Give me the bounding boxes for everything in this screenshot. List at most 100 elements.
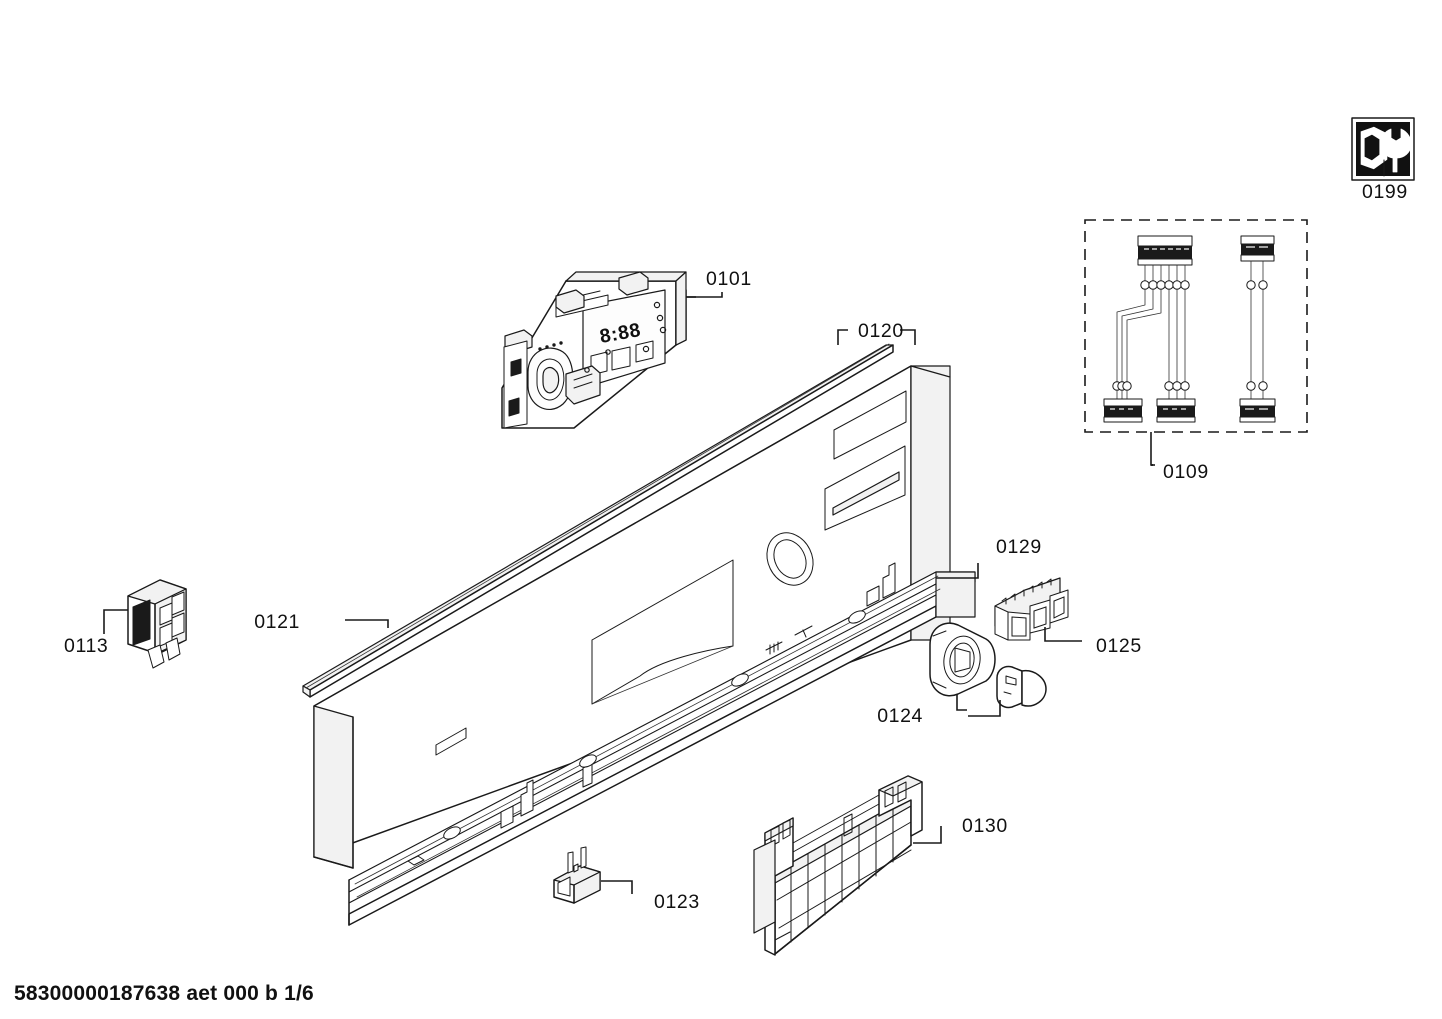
module-left-port [510,358,522,377]
drawing-footer-code: 58300000187638 aet 000 b 1/6 [14,982,314,1005]
selector-shaft-line [573,373,593,381]
leader-0121 [345,619,389,628]
leader-0101 [686,292,723,298]
bushing-key [954,647,971,673]
callout-label-0120: 0120 [858,320,904,342]
clip-opening-3 [1053,596,1065,619]
harness-wire-routes [1116,288,1186,383]
clip-serrations [1001,578,1052,605]
callout-label-0121: 0121 [254,611,300,633]
bushing-ridge-1 [932,630,947,637]
harness-ferrule [1258,280,1268,290]
rivet-head [1021,669,1047,707]
rail-clips [407,562,896,866]
cable-clip-group [994,577,1069,641]
rivet-pin-group [996,665,1047,709]
fascia-display-slot [832,471,900,516]
contact-prong-2 [580,846,587,869]
control-module-right-face [675,271,687,346]
trim-strip-end [302,685,311,698]
leader-0125 [1044,627,1082,642]
contact-block-face [557,876,571,897]
latch-bracket-group [127,579,187,669]
rail-right-end [935,571,976,618]
leader-0113 [103,609,128,634]
leader-0109 [1150,432,1153,466]
module-vent-dots [538,341,563,351]
bracket-right-notch-2 [897,781,907,803]
latch-foot-2 [165,637,181,661]
leader-0124-rivet [968,700,1001,717]
bracket-left-notch [770,825,780,847]
rotary-selector [527,347,574,410]
leader-0124-bushing [956,694,967,711]
latch-foot-1 [147,644,165,669]
module-button-2 [611,346,631,371]
bracket-left-notch-2 [782,819,791,840]
bushing-ridge-2 [932,681,947,689]
callout-label-0199: 0199 [1362,181,1408,203]
trim-strip-highlight [305,343,890,689]
connector-2pin-top [1240,235,1275,262]
clip-opening-2 [1033,606,1047,629]
leader-0130 [913,826,942,844]
fascia-left-face [313,705,354,869]
connector-6pin-top [1137,235,1193,266]
fascia-panel-group [313,365,951,869]
leader-0123 [601,880,633,894]
connector-3pin-lower-left [1103,398,1143,423]
callout-label-0129: 0129 [996,536,1042,558]
bracket-mid-tab [843,813,853,837]
connector-2pin-bottom [1239,398,1276,423]
harness-ferrule [1246,381,1256,391]
support-bracket-group [753,775,923,956]
harness-ferrules-bottom [1112,381,1190,391]
harness-wire-tails [1116,389,1186,400]
contact-prong-1 [567,851,574,874]
bracket-right-post-top [878,775,923,797]
leader-0120-left [837,329,848,345]
harness-dashed-boundary [1084,219,1308,433]
bracket-bottom-tab [774,931,791,941]
latch-slot [132,599,151,646]
clip-opening-1 [1011,616,1027,637]
module-latch-tab-right [618,271,649,296]
callout-label-0113: 0113 [64,635,108,657]
callout-label-0101: 0101 [706,268,752,290]
service-tool-icon-group[interactable] [1351,117,1415,181]
contact-prong-bridge [573,863,579,873]
bracket-left-flange [753,839,776,934]
bushing-group [929,622,996,697]
module-latch-tab-mid [555,289,585,314]
module-screw-bosses [584,301,667,373]
fascia-vent-slot [435,727,467,756]
contact-block-group [553,846,601,904]
harness-wires-6 [1144,264,1186,282]
callout-label-0125: 0125 [1096,635,1142,657]
bracket-upper-rail-2 [792,803,880,853]
module-left-end [503,340,528,429]
leader-0129 [936,563,979,579]
leader-0120-right [900,329,916,345]
rail-groove-2 [356,588,941,898]
hex-nut-icon [1359,125,1389,171]
bracket-right-notch [884,786,894,808]
bracket-rib-verticals [790,805,894,943]
fascia-knob-recess [766,532,814,586]
connector-3pin-lower-right [1156,398,1196,423]
callout-label-0123: 0123 [654,891,700,913]
bracket-web [774,795,912,955]
module-left-port-2 [508,397,520,417]
bracket-bottom-edge [774,844,912,955]
rivet-notch [1005,675,1017,686]
trim-strip-group [302,343,894,698]
fascia-bottom-left-edge [313,856,354,869]
selector-shaft-line2 [573,381,593,389]
wrench-icon [1380,128,1412,173]
callout-label-0109: 0109 [1163,461,1209,483]
bracket-upper-rail [792,794,880,844]
fascia-indicator-window [833,390,907,460]
latch-hook-4 [171,612,185,638]
